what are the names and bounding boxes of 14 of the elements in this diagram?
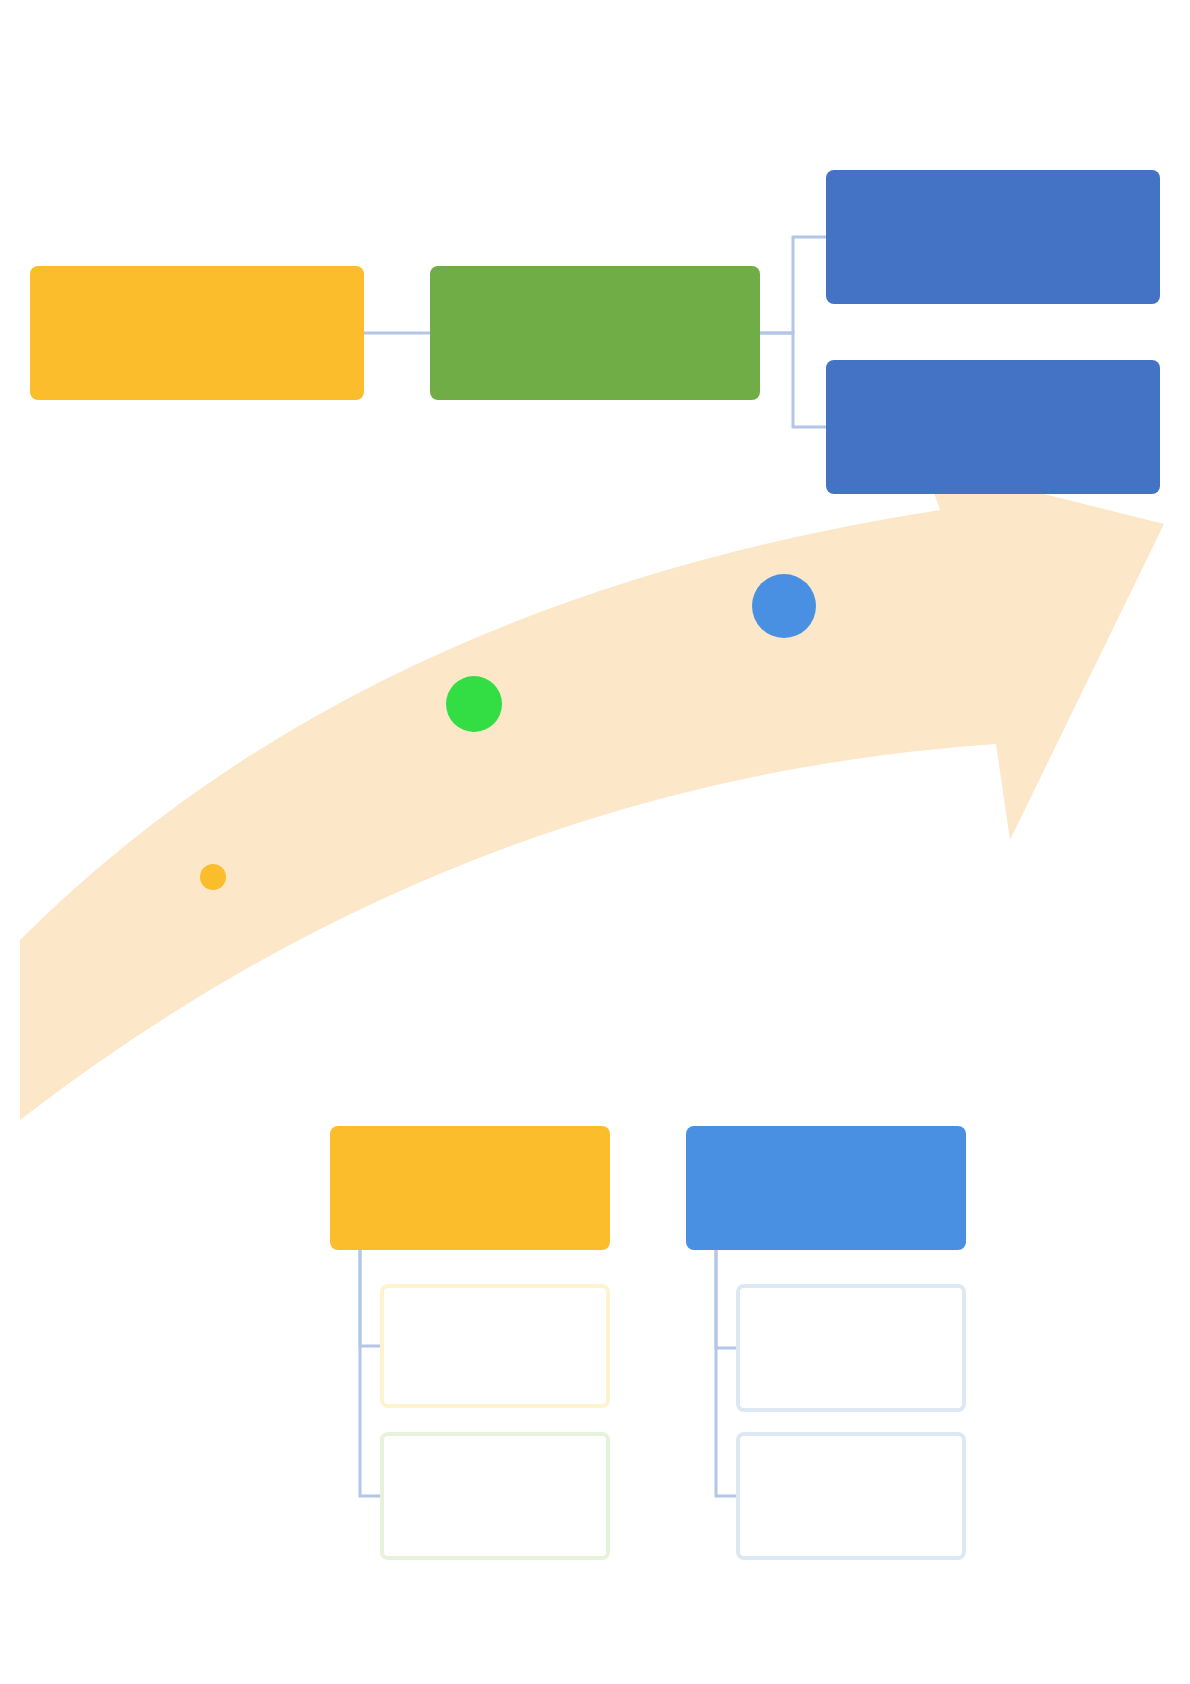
connector-line [358,1250,380,1498]
connector-line [760,331,826,429]
item-box [736,1432,966,1560]
process-box [430,266,760,400]
process-box [826,170,1160,304]
connector-line [364,331,430,335]
connector-line [714,1250,736,1498]
header-box [330,1126,610,1250]
item-box [380,1284,610,1408]
process-box [30,266,364,400]
header-box [686,1126,966,1250]
item-box [736,1284,966,1412]
item-box [380,1432,610,1560]
process-box [826,360,1160,494]
